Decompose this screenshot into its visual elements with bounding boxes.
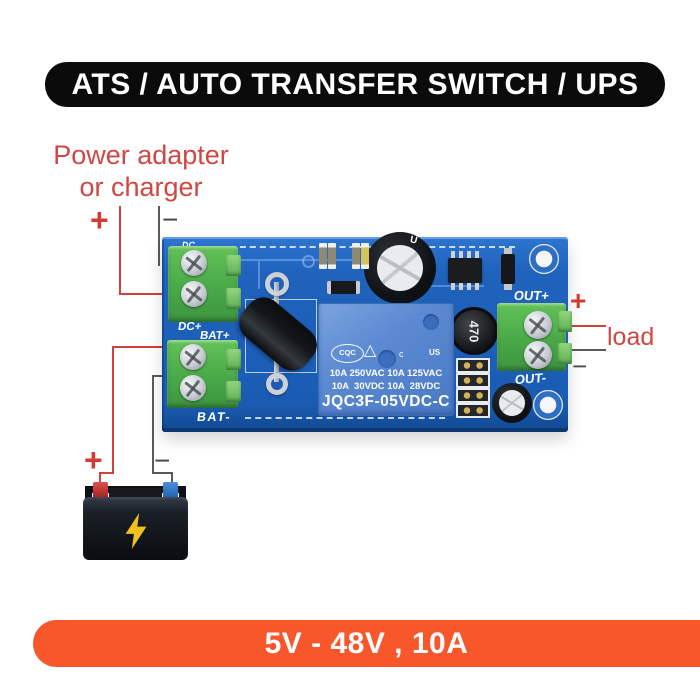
battery-handle-end <box>179 486 186 503</box>
screw <box>181 250 207 276</box>
battery-icon <box>83 481 188 560</box>
power-adapter-label: Power adapter or charger <box>41 139 241 203</box>
smd-resistor <box>319 243 327 269</box>
battery-minus-sign: − <box>154 445 171 476</box>
terminal-bat-tab <box>226 381 241 402</box>
load-label: load <box>607 323 655 351</box>
smd-resistor <box>352 243 360 269</box>
smd-diode <box>327 281 360 294</box>
trace-line <box>258 261 260 289</box>
mounting-hole <box>529 244 559 274</box>
ic-chip <box>448 251 482 290</box>
load-minus-sign: − <box>572 351 588 381</box>
terminal-dc-tab <box>226 288 241 309</box>
screw <box>524 341 552 369</box>
wire-adapter-positive <box>119 206 166 295</box>
battery-terminal-positive <box>93 482 108 499</box>
label-out-plus: OUT+ <box>512 288 551 303</box>
trace-line <box>202 259 352 261</box>
inductor-value: 470 <box>466 320 482 342</box>
battery-terminal-negative <box>163 482 178 499</box>
screw <box>180 344 206 370</box>
silkscreen-bottom-dashes <box>245 417 445 419</box>
label-dc-plus: DC+ <box>177 321 203 333</box>
relay-mold-mark <box>423 314 439 330</box>
battery-plus-sign: + <box>84 442 103 478</box>
smd-led <box>361 243 369 269</box>
power-adapter-line2: or charger <box>79 172 203 202</box>
power-adapter-line1: Power adapter <box>53 140 229 170</box>
relay-model: JQC3F-05VDC-C <box>322 393 450 410</box>
spec-banner: 5V - 48V , 10A <box>33 620 700 667</box>
smd-component <box>456 403 490 418</box>
trace-line <box>414 285 484 287</box>
relay-mold-mark <box>378 350 396 368</box>
solder-pad <box>302 255 315 268</box>
relay-cert-triangle-icon: △ <box>364 342 377 359</box>
relay-ratings-line2: 10A 30VDC 10A 28VDC <box>331 381 441 392</box>
relay: CQC △ c US 10A 250VAC 10A 125VAC 10A 30V… <box>318 303 454 416</box>
capacitor-top <box>377 245 423 291</box>
diode-lead-top-ring <box>265 272 289 296</box>
transistor <box>501 248 515 290</box>
screw <box>180 375 206 401</box>
screw <box>181 281 207 307</box>
label-bat-minus: BAT- <box>196 410 233 424</box>
spec-label: 5V - 48V , 10A <box>264 626 469 660</box>
title-label: ATS / AUTO TRANSFER SWITCH / UPS <box>71 67 639 101</box>
battery-handle-end <box>85 486 92 503</box>
smd-component <box>456 388 490 403</box>
smd-component <box>456 358 490 373</box>
load-plus-sign: + <box>570 285 587 316</box>
inductor: 470 <box>450 307 498 355</box>
title-banner: ATS / AUTO TRANSFER SWITCH / UPS <box>45 62 665 107</box>
relay-ratings-line1: 10A 250VAC 10A 125VAC <box>329 368 443 379</box>
terminal-out-tab <box>558 343 572 364</box>
relay-cert-us: US <box>429 348 441 357</box>
screw <box>524 311 552 339</box>
capacitor-top <box>499 390 525 416</box>
adapter-plus-sign: + <box>90 202 109 238</box>
adapter-minus-sign: − <box>162 204 179 235</box>
diode-lead-bottom-ring <box>266 373 288 395</box>
smd-component <box>456 373 490 388</box>
pcb-board: DC DC+ BAT+ BAT- U <box>162 232 572 432</box>
terminal-bat-tab <box>226 349 241 370</box>
smd-resistor <box>328 243 336 269</box>
terminal-out-tab <box>558 311 572 332</box>
terminal-dc-tab <box>226 255 241 276</box>
relay-cert-c: c <box>399 349 404 359</box>
mounting-hole <box>533 390 563 420</box>
relay-cqc-logo: CQC <box>331 344 364 363</box>
